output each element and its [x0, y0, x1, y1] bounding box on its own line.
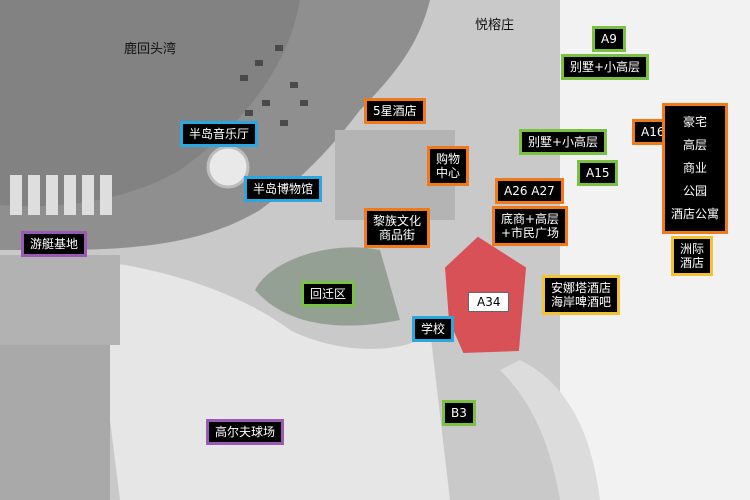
label-line: 回迁区	[310, 287, 347, 301]
label-line: 豪宅	[683, 115, 708, 129]
label-villa-highrise-top[interactable]: 别墅+小高层	[561, 54, 650, 80]
label-intercontinental-hotel[interactable]: 洲际酒店	[671, 236, 714, 276]
label-line: 半岛音乐厅	[189, 127, 250, 141]
label-line: 洲际	[680, 242, 705, 256]
label-line: A16	[641, 125, 665, 139]
coast-area	[560, 0, 750, 500]
islet	[240, 75, 248, 81]
label-school[interactable]: 学校	[412, 316, 455, 342]
label-line: 公园	[683, 184, 708, 198]
harbour-pier	[46, 175, 58, 215]
label-line: 学校	[421, 322, 446, 336]
beach-strip	[500, 360, 600, 500]
label-villa-highrise-mid[interactable]: 别墅+小高层	[519, 129, 608, 155]
harbour-pier	[10, 175, 22, 215]
town-block	[0, 255, 120, 345]
label-line: 商品街	[379, 228, 416, 242]
islet	[280, 120, 288, 126]
label-a34-site[interactable]: A34	[468, 292, 510, 312]
concert-hall-roundel	[206, 145, 250, 189]
islet	[262, 100, 270, 106]
harbour-pier	[28, 175, 40, 215]
label-five-star-hotel[interactable]: 5星酒店	[364, 98, 426, 124]
label-line: 黎族文化	[373, 214, 422, 228]
label-line: 半岛博物馆	[253, 182, 314, 196]
label-luxury-residential[interactable]: 豪宅高层商业公园酒店公寓	[662, 103, 729, 234]
label-line: 商业	[683, 161, 708, 175]
label-mixed-use[interactable]: 底商+高层+市民广场	[492, 206, 569, 246]
label-line: 酒店公寓	[671, 207, 720, 221]
label-relocation-zone[interactable]: 回迁区	[301, 281, 356, 307]
label-line: B3	[451, 406, 467, 420]
harbour-pier	[82, 175, 94, 215]
label-line: 海岸啤酒吧	[551, 295, 612, 309]
label-line: A9	[601, 32, 617, 46]
label-line: A15	[586, 166, 610, 180]
islet	[300, 100, 308, 106]
label-golf-course[interactable]: 高尔夫球场	[206, 419, 285, 445]
label-line: 安娜塔酒店	[551, 281, 612, 295]
label-line: 底商+高层	[501, 212, 560, 226]
label-line: 中心	[436, 166, 461, 180]
golf-town-block	[0, 345, 110, 500]
label-anna-hotel-beer-bar[interactable]: 安娜塔酒店海岸啤酒吧	[542, 275, 621, 315]
islet	[245, 110, 253, 116]
sea-deep	[0, 0, 300, 207]
label-line: 别墅+小高层	[528, 135, 599, 149]
label-peninsula-concert-hall[interactable]: 半岛音乐厅	[180, 121, 259, 147]
label-line: 别墅+小高层	[570, 60, 641, 74]
lagoon	[90, 260, 450, 500]
label-a15[interactable]: A15	[577, 160, 619, 186]
label-a26-a27[interactable]: A26 A27	[495, 178, 564, 204]
yuerong-resort-label: 悦榕庄	[475, 18, 515, 33]
label-peninsula-museum[interactable]: 半岛博物馆	[244, 176, 323, 202]
islet	[275, 45, 283, 51]
label-yacht-base[interactable]: 游艇基地	[21, 231, 88, 257]
label-line: A26 A27	[504, 184, 555, 198]
islet	[290, 82, 298, 88]
luhuitou-bay-label: 鹿回头湾	[124, 42, 177, 57]
label-line: 高尔夫球场	[215, 425, 276, 439]
label-b3[interactable]: B3	[442, 400, 476, 426]
harbour-pier	[64, 175, 76, 215]
label-line: 5星酒店	[373, 104, 417, 118]
label-line: 高层	[683, 138, 708, 152]
label-a9[interactable]: A9	[592, 26, 626, 52]
islet	[255, 60, 263, 66]
label-line: +市民广场	[501, 226, 560, 240]
label-line: 酒店	[680, 256, 705, 270]
label-line: 购物	[436, 152, 461, 166]
label-shopping-center[interactable]: 购物中心	[427, 146, 470, 186]
label-line: 游艇基地	[30, 237, 79, 251]
label-li-culture-street[interactable]: 黎族文化商品街	[364, 208, 431, 248]
harbour-pier	[100, 175, 112, 215]
